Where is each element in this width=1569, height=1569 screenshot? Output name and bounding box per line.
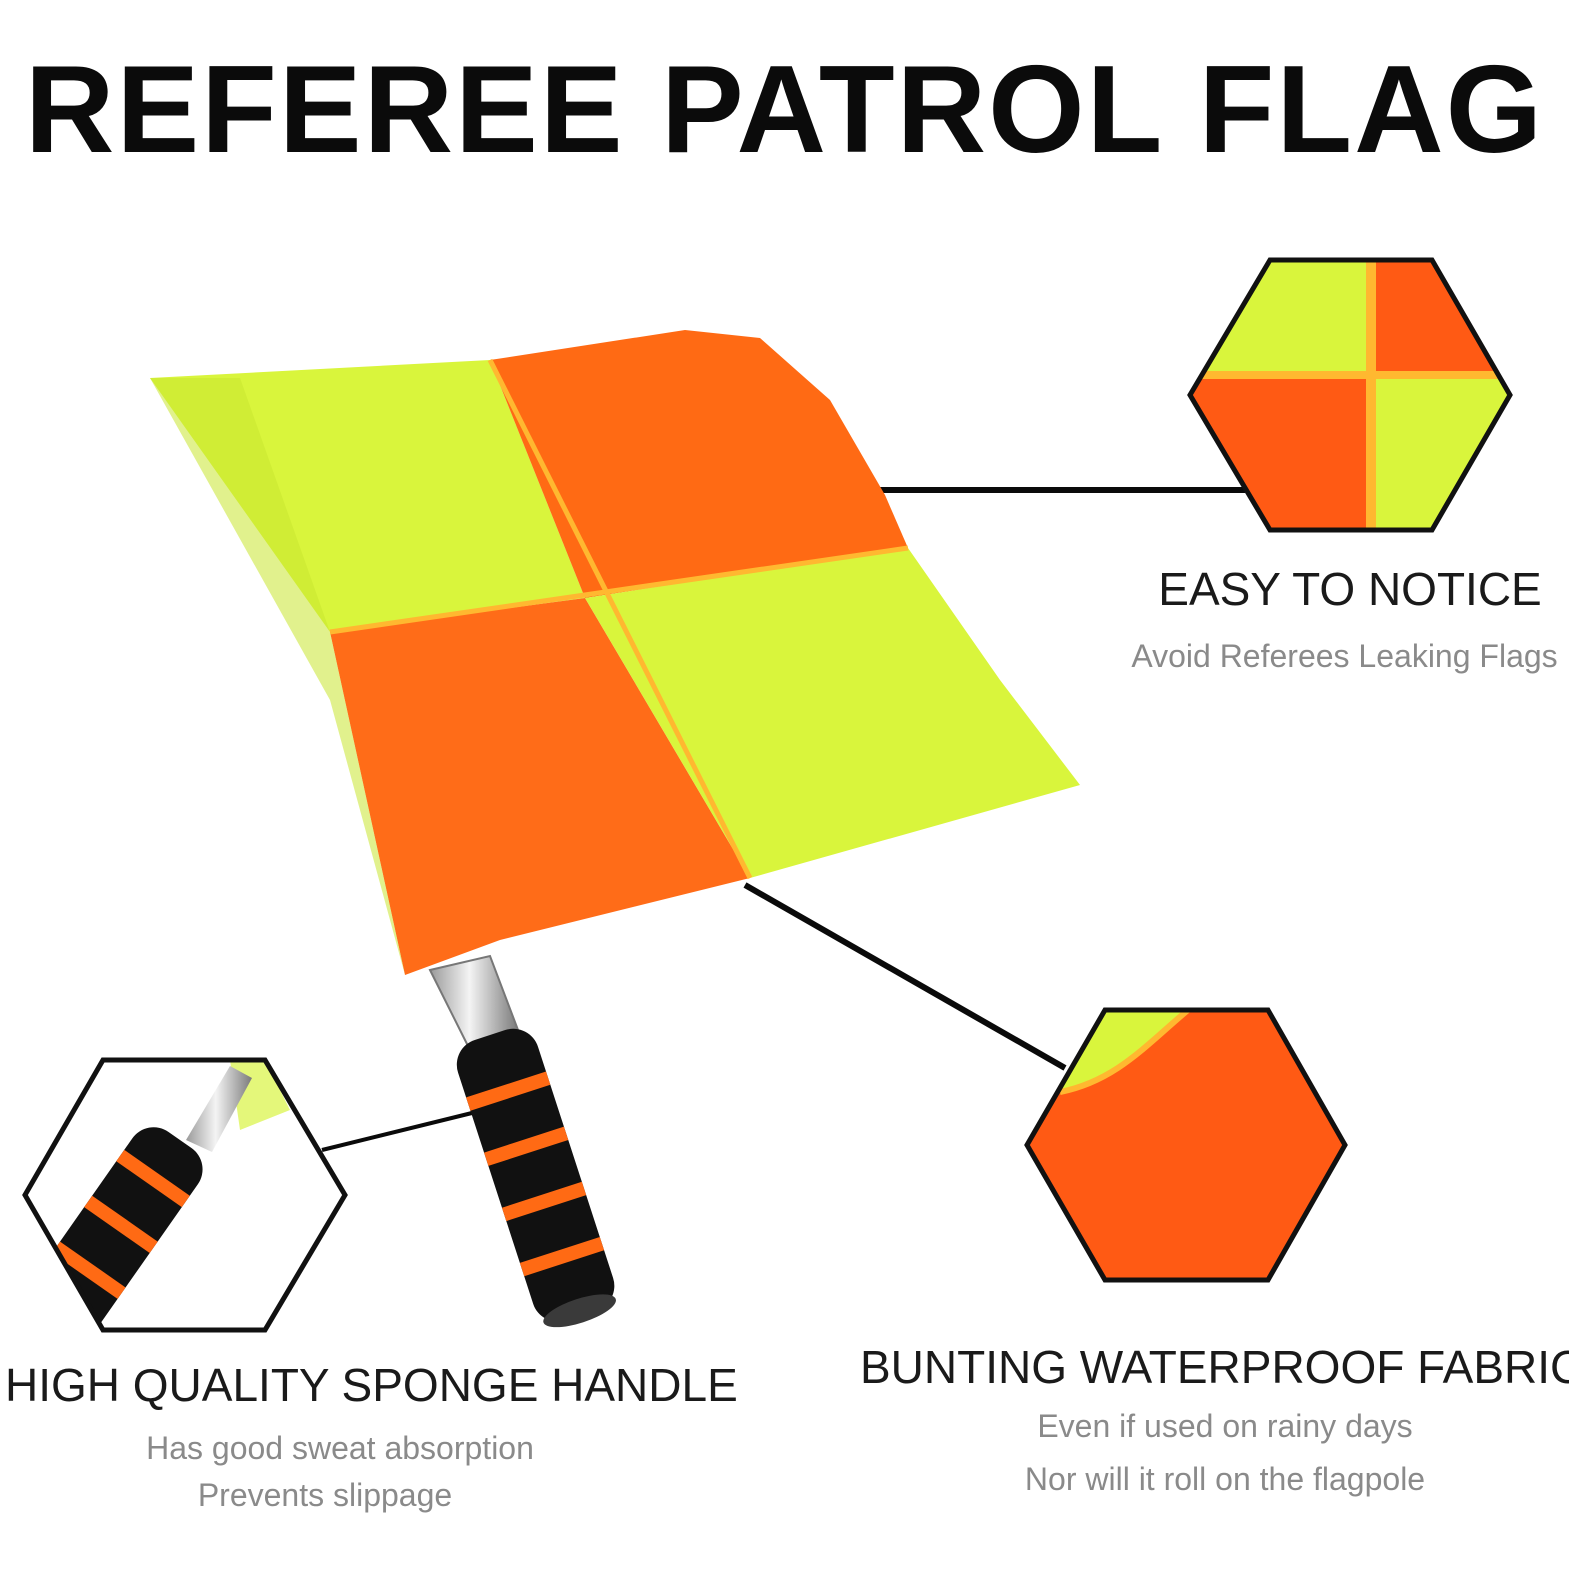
- handle-hexagon-icon: [22, 1057, 348, 1333]
- feature-fabric-line2: Nor will it roll on the flagpole: [1024, 1461, 1426, 1497]
- checkered-hexagon-icon: [1187, 257, 1513, 533]
- feature-fabric-title: BUNTING WATERPROOF FABRIC: [860, 1341, 1569, 1393]
- feature-handle-title: HIGH QUALITY SPONGE HANDLE: [5, 1359, 738, 1411]
- checkered-flag-icon: [150, 330, 1080, 975]
- feature-notice-subtitle: Avoid Referees Leaking Flags: [1131, 638, 1558, 674]
- page-title: REFEREE PATROL FLAG: [24, 41, 1545, 179]
- feature-handle-line1: Has good sweat absorption: [146, 1430, 534, 1466]
- feature-handle-line2: Prevents slippage: [197, 1477, 453, 1513]
- connector-lines: [321, 487, 1245, 1152]
- fabric-hexagon-icon: [1024, 1007, 1348, 1283]
- feature-notice-title: EASY TO NOTICE: [1158, 563, 1542, 615]
- foam-handle-icon: [428, 954, 616, 1328]
- feature-fabric-line1: Even if used on rainy days: [1037, 1408, 1413, 1444]
